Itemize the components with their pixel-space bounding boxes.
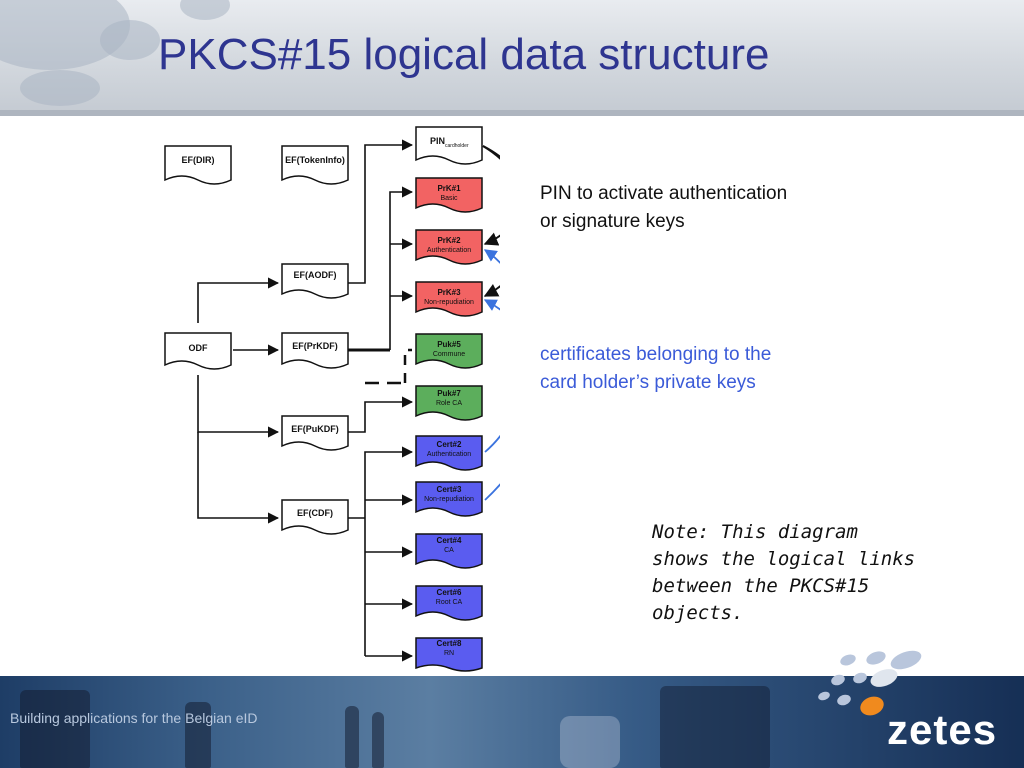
- odf-label: ODF: [189, 343, 209, 353]
- ef-dir-label: EF(DIR): [182, 155, 215, 165]
- prk3-box: PrK#3 Non-repudiation: [415, 281, 483, 317]
- pin-to-prk3-arrow: [482, 145, 500, 297]
- header-band: [0, 0, 1024, 115]
- ef-prkdf-label: EF(PrKDF): [292, 341, 338, 351]
- header-decor: [100, 20, 160, 60]
- footer-photo-decor: [560, 716, 620, 768]
- pin-links: [482, 145, 500, 297]
- pin-sub: cardholder: [445, 143, 469, 149]
- cert2-title: Cert#2: [437, 440, 462, 449]
- prk2-box: PrK#2 Authentication: [415, 229, 483, 265]
- footer-photo-decor: [345, 706, 359, 768]
- footer-band: [0, 676, 1024, 768]
- prk3-title: PrK#3: [437, 288, 461, 297]
- edge-pukdf-puk7: [348, 396, 414, 433]
- edge-pukdf-puk5: [403, 348, 412, 383]
- puk5-sub: Commune: [433, 351, 465, 358]
- ef-cdf-box: EF(CDF): [281, 499, 349, 535]
- ef-tokeninfo-label: EF(TokenInfo): [285, 155, 345, 165]
- ef-pukdf-label: EF(PuKDF): [291, 424, 339, 434]
- zetes-logo-text: zetes: [887, 706, 998, 753]
- puk5-title: Puk#5: [437, 340, 461, 349]
- puk7-box: Puk#7 Role CA: [415, 385, 483, 421]
- pin-cardholder-box: PIN cardholder: [415, 126, 483, 165]
- ef-aodf-box: EF(AODF): [281, 263, 349, 299]
- cert4-box: Cert#4 CA: [415, 533, 483, 569]
- header-divider: [0, 110, 1024, 116]
- cert4-sub: CA: [444, 547, 454, 554]
- cert2-box: Cert#2 Authentication: [415, 435, 483, 471]
- zetes-logo-dots-icon: [818, 650, 922, 716]
- cert2-sub: Authentication: [427, 451, 471, 458]
- cert3-box: Cert#3 Non-repudiation: [415, 481, 483, 517]
- cert3-title: Cert#3: [437, 485, 462, 494]
- edge-odf-aodf: [197, 277, 280, 323]
- cert6-box: Cert#6 Root CA: [415, 585, 483, 621]
- pin-title: PIN: [430, 136, 445, 146]
- cert8-box: Cert#8 RN: [415, 637, 483, 672]
- prk2-sub: Authentication: [427, 247, 471, 254]
- prk2-title: PrK#2: [437, 236, 461, 245]
- edge-odf-cdf: [197, 432, 280, 524]
- pin-to-prk2-arrow: [482, 145, 500, 246]
- footer-photo-decor: [372, 712, 384, 768]
- footer-photo-decor: [660, 686, 770, 768]
- slide-title: PKCS#15 logical data structure: [158, 30, 770, 79]
- prk1-box: PrK#1 Basic: [415, 177, 483, 213]
- footer-photo-decor: [20, 690, 90, 768]
- cert3-to-prk3-arrow: [483, 299, 500, 501]
- puk7-sub: Role CA: [436, 400, 462, 407]
- prk3-sub: Non-repudiation: [424, 299, 474, 306]
- ef-cdf-label: EF(CDF): [297, 508, 333, 518]
- prk1-title: PrK#1: [437, 184, 461, 193]
- cert3-sub: Non-repudiation: [424, 496, 474, 503]
- cert6-title: Cert#6: [437, 588, 462, 597]
- puk7-title: Puk#7: [437, 389, 461, 398]
- connector-lines: [197, 139, 414, 662]
- edge-prkdf-prk1: [389, 186, 414, 350]
- prk1-sub: Basic: [440, 195, 458, 202]
- edge-odf-pukdf: [197, 375, 280, 438]
- ef-aodf-label: EF(AODF): [294, 270, 337, 280]
- odf-box: ODF: [164, 332, 232, 370]
- ef-prkdf-box: EF(PrKDF): [281, 332, 349, 369]
- ef-pukdf-box: EF(PuKDF): [281, 415, 349, 451]
- edge-aodf-pin: [348, 139, 414, 284]
- cert4-title: Cert#4: [437, 536, 462, 545]
- header-decor: [180, 0, 230, 20]
- cert8-sub: RN: [444, 650, 454, 657]
- pin-annotation: PIN to activate authentication or signat…: [540, 183, 788, 232]
- cert8-title: Cert#8: [437, 639, 462, 648]
- header-decor: [20, 70, 100, 106]
- footer-text: Building applications for the Belgian eI…: [10, 710, 258, 726]
- cert6-sub: Root CA: [436, 599, 463, 606]
- certificates-annotation: certificates belonging to the card holde…: [540, 344, 772, 393]
- ef-dir-box: EF(DIR): [164, 145, 232, 185]
- note-annotation: Note: This diagram shows the logical lin…: [652, 521, 916, 624]
- pkcs15-diagram: EF(DIR) EF(TokenInfo) ODF EF(AODF) EF(Pr…: [164, 126, 500, 672]
- footer-photo-decor: [185, 702, 211, 768]
- edge-cdf-cert2: [364, 446, 414, 500]
- cert2-to-prk2-arrow: [483, 249, 500, 453]
- ef-tokeninfo-box: EF(TokenInfo): [281, 145, 349, 185]
- puk5-box: Puk#5 Commune: [415, 333, 483, 369]
